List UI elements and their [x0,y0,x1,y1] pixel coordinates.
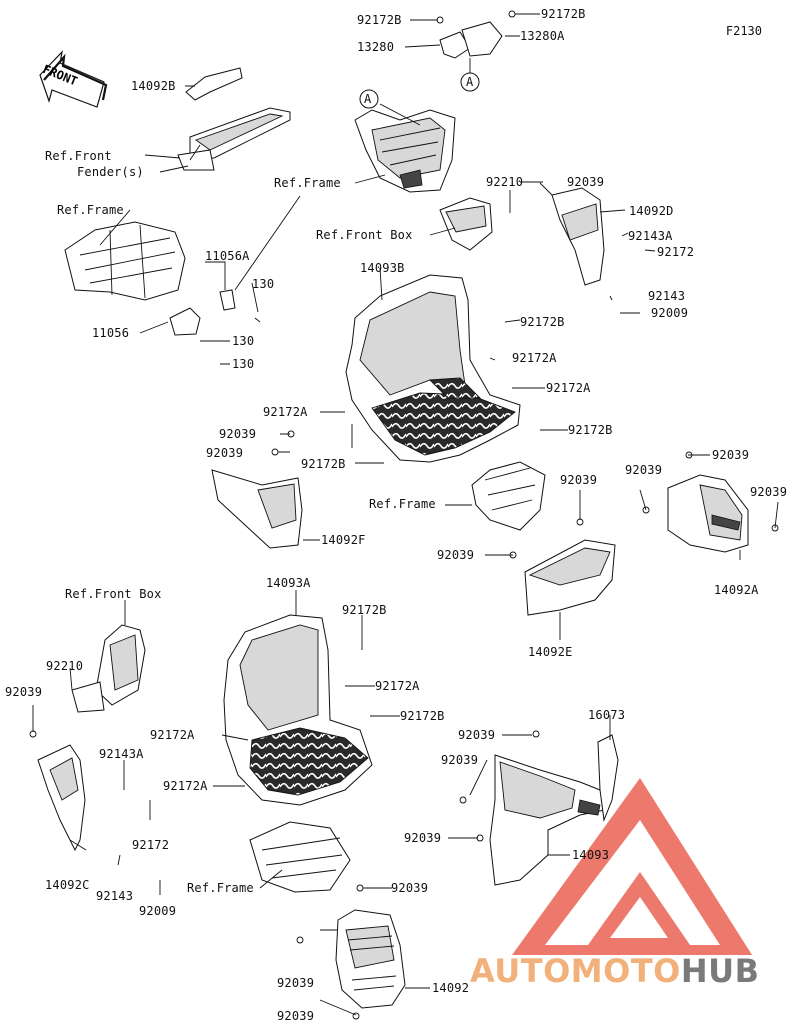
part-label: 14092F [321,533,366,547]
part-label: 92172B [357,13,402,27]
figure-code: F2130 [725,24,762,38]
part-label: 14092D [629,204,674,218]
part-label: 92039 [560,473,598,487]
part-label: 14092 [432,981,470,995]
frame-lower-mid [249,821,351,893]
part-label: 92039 [404,831,442,845]
part-14093-and-16073 [459,730,619,886]
part-label: Ref.Frame [274,176,341,190]
part-14093B-tray [345,274,521,463]
part-label: 92210 [486,175,524,189]
part-label: 92172B [541,7,586,21]
part-label: Ref.Frame [187,881,254,895]
part-label: Ref.Frame [369,497,436,511]
part-label: 130 [252,277,275,291]
part-label: 130 [232,334,255,348]
part-label: 92143 [648,289,686,303]
part-label: 92039 [458,728,496,742]
circle-marker-a-1: A [364,92,372,106]
part-label: 14093B [360,261,405,275]
watermark-text: AUTOMOTOHUB [470,952,760,990]
circle-marker-a-2: A [466,75,474,89]
part-14092 [296,884,406,1020]
part-label: 92172A [375,679,420,693]
part-label: Ref.Front Box [316,228,413,242]
leader-lines [32,13,779,1016]
part-label: 14092B [131,79,176,93]
part-label: 14093A [266,576,311,590]
part-label: 92039 [750,485,788,499]
part-label: 14092E [528,645,573,659]
part-label: 92039 [277,976,315,990]
part-label: 92210 [46,659,84,673]
part-label: 92172A [546,381,591,395]
part-label: 92172A [150,728,195,742]
part-label: 92039 [567,175,605,189]
watermark-part-b: HUB [680,952,760,990]
part-label: 92143A [628,229,673,243]
part-label: Fender(s) [77,165,144,179]
part-label: 13280 [357,40,395,54]
part-label: 92172B [520,315,565,329]
part-label: 16073 [588,708,626,722]
part-label: 92143A [99,747,144,761]
part-14092A [642,451,779,553]
front-box-lower-left [71,624,146,713]
frame-assembly-top [354,109,456,193]
part-14092B [177,67,291,171]
part-label: 92039 [437,548,475,562]
part-label: 92172B [342,603,387,617]
part-label: 130 [232,357,255,371]
part-label: 92039 [277,1009,315,1023]
part-label: 92009 [139,904,177,918]
part-label: 92172A [512,351,557,365]
part-label: 11056 [92,326,130,340]
part-14092C [29,730,86,852]
part-label: Ref.Front Box [65,587,162,601]
watermark-part-a: AUTOMOTO [470,952,681,990]
part-14092E [509,518,616,616]
part-label: 92009 [651,306,689,320]
part-14092F [211,430,303,549]
part-label: Ref.Front [45,149,112,163]
part-label: 92039 [391,881,429,895]
frame-assembly-left [64,221,236,336]
part-label: 92143 [96,889,134,903]
frame-mid-right [471,461,546,531]
part-14093A-tray [223,614,373,806]
part-label: 92039 [219,427,257,441]
part-label: 14092C [45,878,90,892]
part-label: 11056A [205,249,250,263]
part-label: 92172B [301,457,346,471]
part-label: 14093 [572,848,610,862]
part-label: 14092A [714,583,759,597]
part-label: 92039 [625,463,663,477]
part-label: 92172A [263,405,308,419]
part-label: 92039 [712,448,750,462]
part-label: Ref.Frame [57,203,124,217]
part-label: 92039 [441,753,479,767]
part-label: 92172 [657,245,695,259]
part-14092D [439,187,605,286]
part-label: 92039 [5,685,43,699]
part-label: 92039 [206,446,244,460]
part-13280-bracket [359,10,516,109]
watermark-logo-icon [512,778,752,955]
part-label: 92172 [132,838,170,852]
part-label: 92172A [163,779,208,793]
front-arrow-icon [39,50,108,108]
part-label: 13280A [520,29,565,43]
part-label: 92172B [400,709,445,723]
part-label: 92172B [568,423,613,437]
